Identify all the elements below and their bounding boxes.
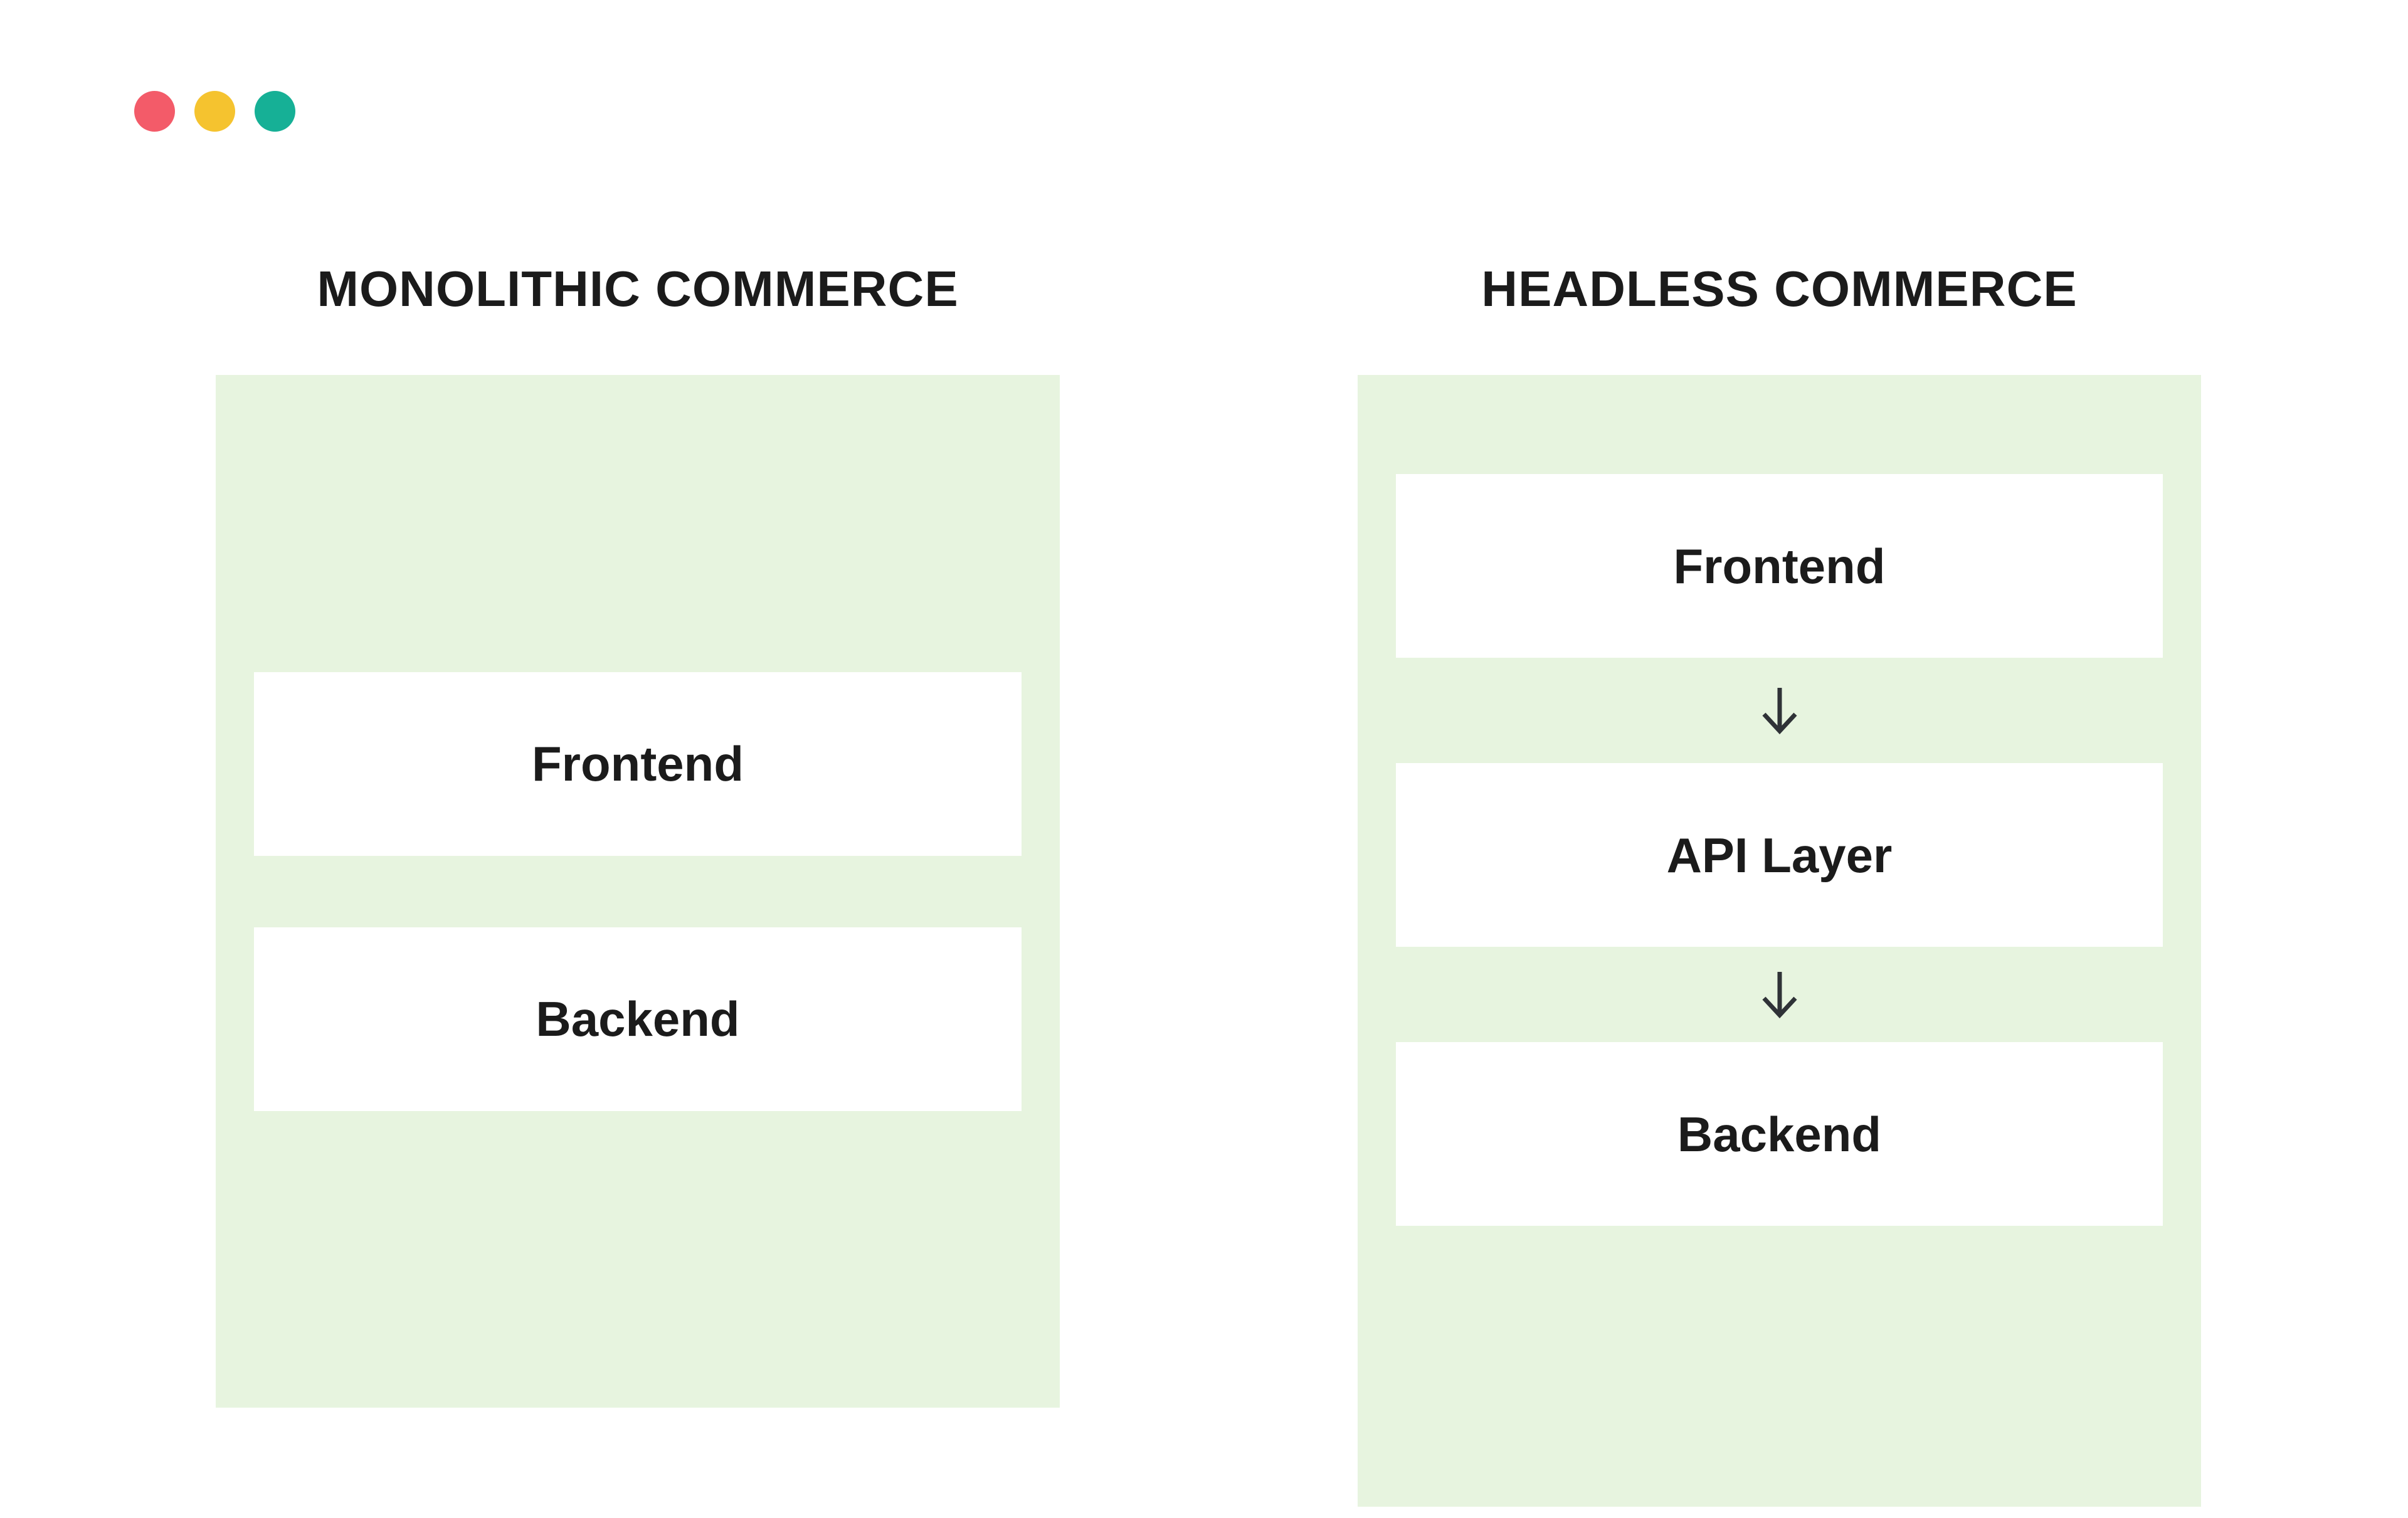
headless-api-layer-box: API Layer <box>1396 763 2163 947</box>
monolithic-backend-label: Backend <box>536 991 740 1046</box>
headless-backend-label: Backend <box>1677 1106 1882 1162</box>
monolithic-frontend-box: Frontend <box>254 672 1022 856</box>
arrow-down-icon <box>1761 972 1797 1019</box>
monolithic-panel: Frontend Backend <box>216 375 1060 1408</box>
arrow-row-2 <box>1396 947 2163 1042</box>
monolithic-title: MONOLITHIC COMMERCE <box>317 261 959 317</box>
window-dot-red[interactable] <box>134 91 175 132</box>
headless-panel: Frontend API Layer Backend <box>1358 375 2201 1507</box>
monolithic-frontend-label: Frontend <box>532 736 744 791</box>
headless-api-layer-label: API Layer <box>1666 827 1893 883</box>
headless-frontend-label: Frontend <box>1673 538 1886 594</box>
window-controls <box>134 91 295 132</box>
arrow-row-1 <box>1396 658 2163 763</box>
monolithic-column: MONOLITHIC COMMERCE Frontend Backend <box>216 0 1060 1518</box>
headless-backend-box: Backend <box>1396 1042 2163 1226</box>
headless-title: HEADLESS COMMERCE <box>1481 261 2078 317</box>
window-dot-yellow[interactable] <box>194 91 235 132</box>
arrow-down-icon <box>1761 688 1797 735</box>
window-dot-teal[interactable] <box>255 91 295 132</box>
headless-frontend-box: Frontend <box>1396 474 2163 658</box>
monolithic-backend-box: Backend <box>254 927 1022 1111</box>
headless-column: HEADLESS COMMERCE Frontend API Layer <box>1358 0 2201 1518</box>
